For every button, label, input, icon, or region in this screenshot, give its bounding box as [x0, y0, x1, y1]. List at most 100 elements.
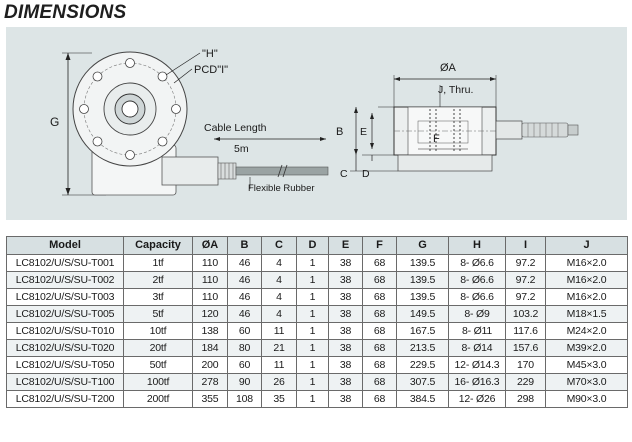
table-cell: 298	[505, 390, 546, 408]
table-cell: 68	[362, 390, 397, 408]
side-cable-coil	[521, 122, 579, 138]
table-cell: 2tf	[123, 271, 193, 289]
table-cell: LC8102/U/S/SU-T020	[6, 339, 124, 357]
dimensions-table: Model Capacity ØA B C D E F G H I J LC81…	[6, 236, 628, 408]
table-cell: M16×2.0	[545, 288, 628, 306]
label-g: G	[50, 115, 59, 129]
table-cell: 167.5	[396, 322, 449, 340]
table-cell: 139.5	[396, 288, 449, 306]
table-cell: 5tf	[123, 305, 193, 323]
table-cell: M18×1.5	[545, 305, 628, 323]
page-title: DIMENSIONS	[4, 2, 127, 23]
side-cable-gland	[495, 120, 523, 140]
table-cell: 149.5	[396, 305, 449, 323]
table-cell: 68	[362, 322, 397, 340]
table-cell: 355	[192, 390, 228, 408]
table-cell: 68	[362, 271, 397, 289]
header-f: F	[362, 236, 397, 255]
cable-break-2	[282, 164, 288, 178]
table-cell: LC8102/U/S/SU-T050	[6, 356, 124, 374]
label-d: D	[362, 168, 370, 180]
a-arrow-left	[394, 77, 400, 81]
table-cell: 50tf	[123, 356, 193, 374]
table-cell: 46	[227, 254, 262, 272]
dimensions-table-wrap: Model Capacity ØA B C D E F G H I J LC81…	[6, 236, 628, 408]
table-cell: 26	[261, 373, 297, 391]
header-i: I	[505, 236, 546, 255]
e-arrow-bottom	[370, 143, 374, 149]
table-cell: 46	[227, 271, 262, 289]
table-cell: 384.5	[396, 390, 449, 408]
center-thread	[121, 100, 139, 118]
table-cell: 68	[362, 254, 397, 272]
table-cell: 1	[296, 305, 329, 323]
table-cell: 103.2	[505, 305, 546, 323]
table-cell: 184	[192, 339, 228, 357]
table-cell: 38	[328, 339, 363, 357]
table-cell: 100tf	[123, 373, 193, 391]
header-b: B	[227, 236, 262, 255]
header-g: G	[396, 236, 449, 255]
table-cell: 8- Ø11	[448, 322, 506, 340]
table-cell: 4	[261, 288, 297, 306]
table-cell: 97.2	[505, 254, 546, 272]
header-e: E	[328, 236, 363, 255]
label-cable-length: Cable Length	[204, 122, 267, 134]
cable-arrow-right	[320, 137, 326, 141]
label-b: B	[336, 126, 343, 138]
table-cell: LC8102/U/S/SU-T002	[6, 271, 124, 289]
table-cell: LC8102/U/S/SU-T200	[6, 390, 124, 408]
table-cell: 110	[192, 288, 228, 306]
table-cell: 10tf	[123, 322, 193, 340]
table-cell: LC8102/U/S/SU-T003	[6, 288, 124, 306]
table-cell: M16×2.0	[545, 271, 628, 289]
table-cell: 46	[227, 288, 262, 306]
table-cell: 38	[328, 356, 363, 374]
table-cell: M39×2.0	[545, 339, 628, 357]
label-j: J, Thru.	[438, 84, 473, 96]
header-a: ØA	[192, 236, 228, 255]
g-arrow-bottom	[65, 188, 71, 195]
header-h: H	[448, 236, 506, 255]
table-header-row: Model Capacity ØA B C D E F G H I J	[6, 236, 628, 255]
a-arrow-right	[490, 77, 496, 81]
table-cell: 1	[296, 356, 329, 374]
table-cell: 12- Ø14.3	[448, 356, 506, 374]
table-cell: 11	[261, 356, 297, 374]
cable-coil	[217, 162, 237, 180]
header-c: C	[261, 236, 297, 255]
table-cell: LC8102/U/S/SU-T005	[6, 305, 124, 323]
table-cell: LC8102/U/S/SU-T010	[6, 322, 124, 340]
table-cell: 38	[328, 271, 363, 289]
b-arrow-top	[354, 107, 358, 113]
table-cell: 68	[362, 339, 397, 357]
g-arrow-top	[65, 53, 71, 60]
table-cell: 200	[192, 356, 228, 374]
label-h: "H"	[202, 48, 218, 60]
table-cell: 1	[296, 390, 329, 408]
b-arrow-bottom	[354, 149, 358, 155]
table-cell: 229.5	[396, 356, 449, 374]
table-cell: M90×3.0	[545, 390, 628, 408]
table-cell: 1	[296, 288, 329, 306]
table-cell: 38	[328, 305, 363, 323]
table-cell: 1tf	[123, 254, 193, 272]
table-cell: 110	[192, 271, 228, 289]
table-cell: 38	[328, 390, 363, 408]
table-cell: 20tf	[123, 339, 193, 357]
table-cell: 60	[227, 356, 262, 374]
table-cell: 1	[296, 271, 329, 289]
table-cell: 307.5	[396, 373, 449, 391]
table-cell: 1	[296, 373, 329, 391]
header-capacity: Capacity	[123, 236, 193, 255]
label-pcd: PCD"I"	[194, 64, 228, 76]
dimension-drawing: G "H" PCD"I"	[6, 27, 627, 220]
table-cell: 200tf	[123, 390, 193, 408]
table-cell: M70×3.0	[545, 373, 628, 391]
table-cell: 21	[261, 339, 297, 357]
